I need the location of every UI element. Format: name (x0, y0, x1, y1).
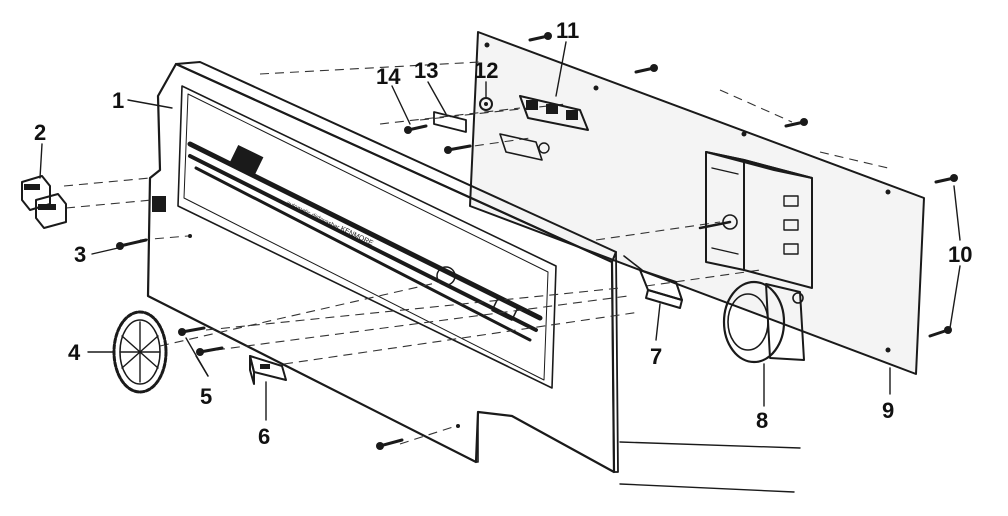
reference-lines (619, 441, 801, 493)
callout-6: 6 (258, 424, 270, 449)
push-button-switch (499, 95, 589, 161)
callout-labels: 1 2 3 4 5 6 7 8 9 10 11 12 13 14 (34, 18, 972, 449)
assembly-lines (63, 61, 889, 445)
screws (178, 326, 224, 356)
screw (116, 238, 148, 250)
bracket (433, 111, 467, 133)
leader-lines (39, 41, 961, 421)
callout-10: 10 (948, 242, 972, 267)
callout-4: 4 (68, 340, 81, 365)
callout-3: 3 (74, 242, 86, 267)
timer-knob (112, 310, 168, 394)
callout-5: 5 (200, 384, 212, 409)
callout-2: 2 (34, 120, 46, 145)
callout-8: 8 (756, 408, 768, 433)
callout-9: 9 (882, 398, 894, 423)
switch-button (249, 355, 287, 385)
timer-body (698, 151, 813, 289)
screw (376, 438, 404, 450)
callout-1: 1 (112, 88, 124, 113)
push-buttons (21, 175, 67, 229)
callout-14: 14 (376, 64, 401, 89)
button-opening (152, 196, 166, 212)
callout-13: 13 (414, 58, 438, 83)
timer-motor (722, 280, 805, 364)
back-plate (469, 31, 925, 375)
rocker-switch (623, 255, 683, 309)
callout-7: 7 (650, 344, 662, 369)
screw (404, 124, 472, 154)
callout-12: 12 (474, 58, 498, 83)
screws (528, 32, 958, 338)
callout-11: 11 (556, 18, 579, 43)
